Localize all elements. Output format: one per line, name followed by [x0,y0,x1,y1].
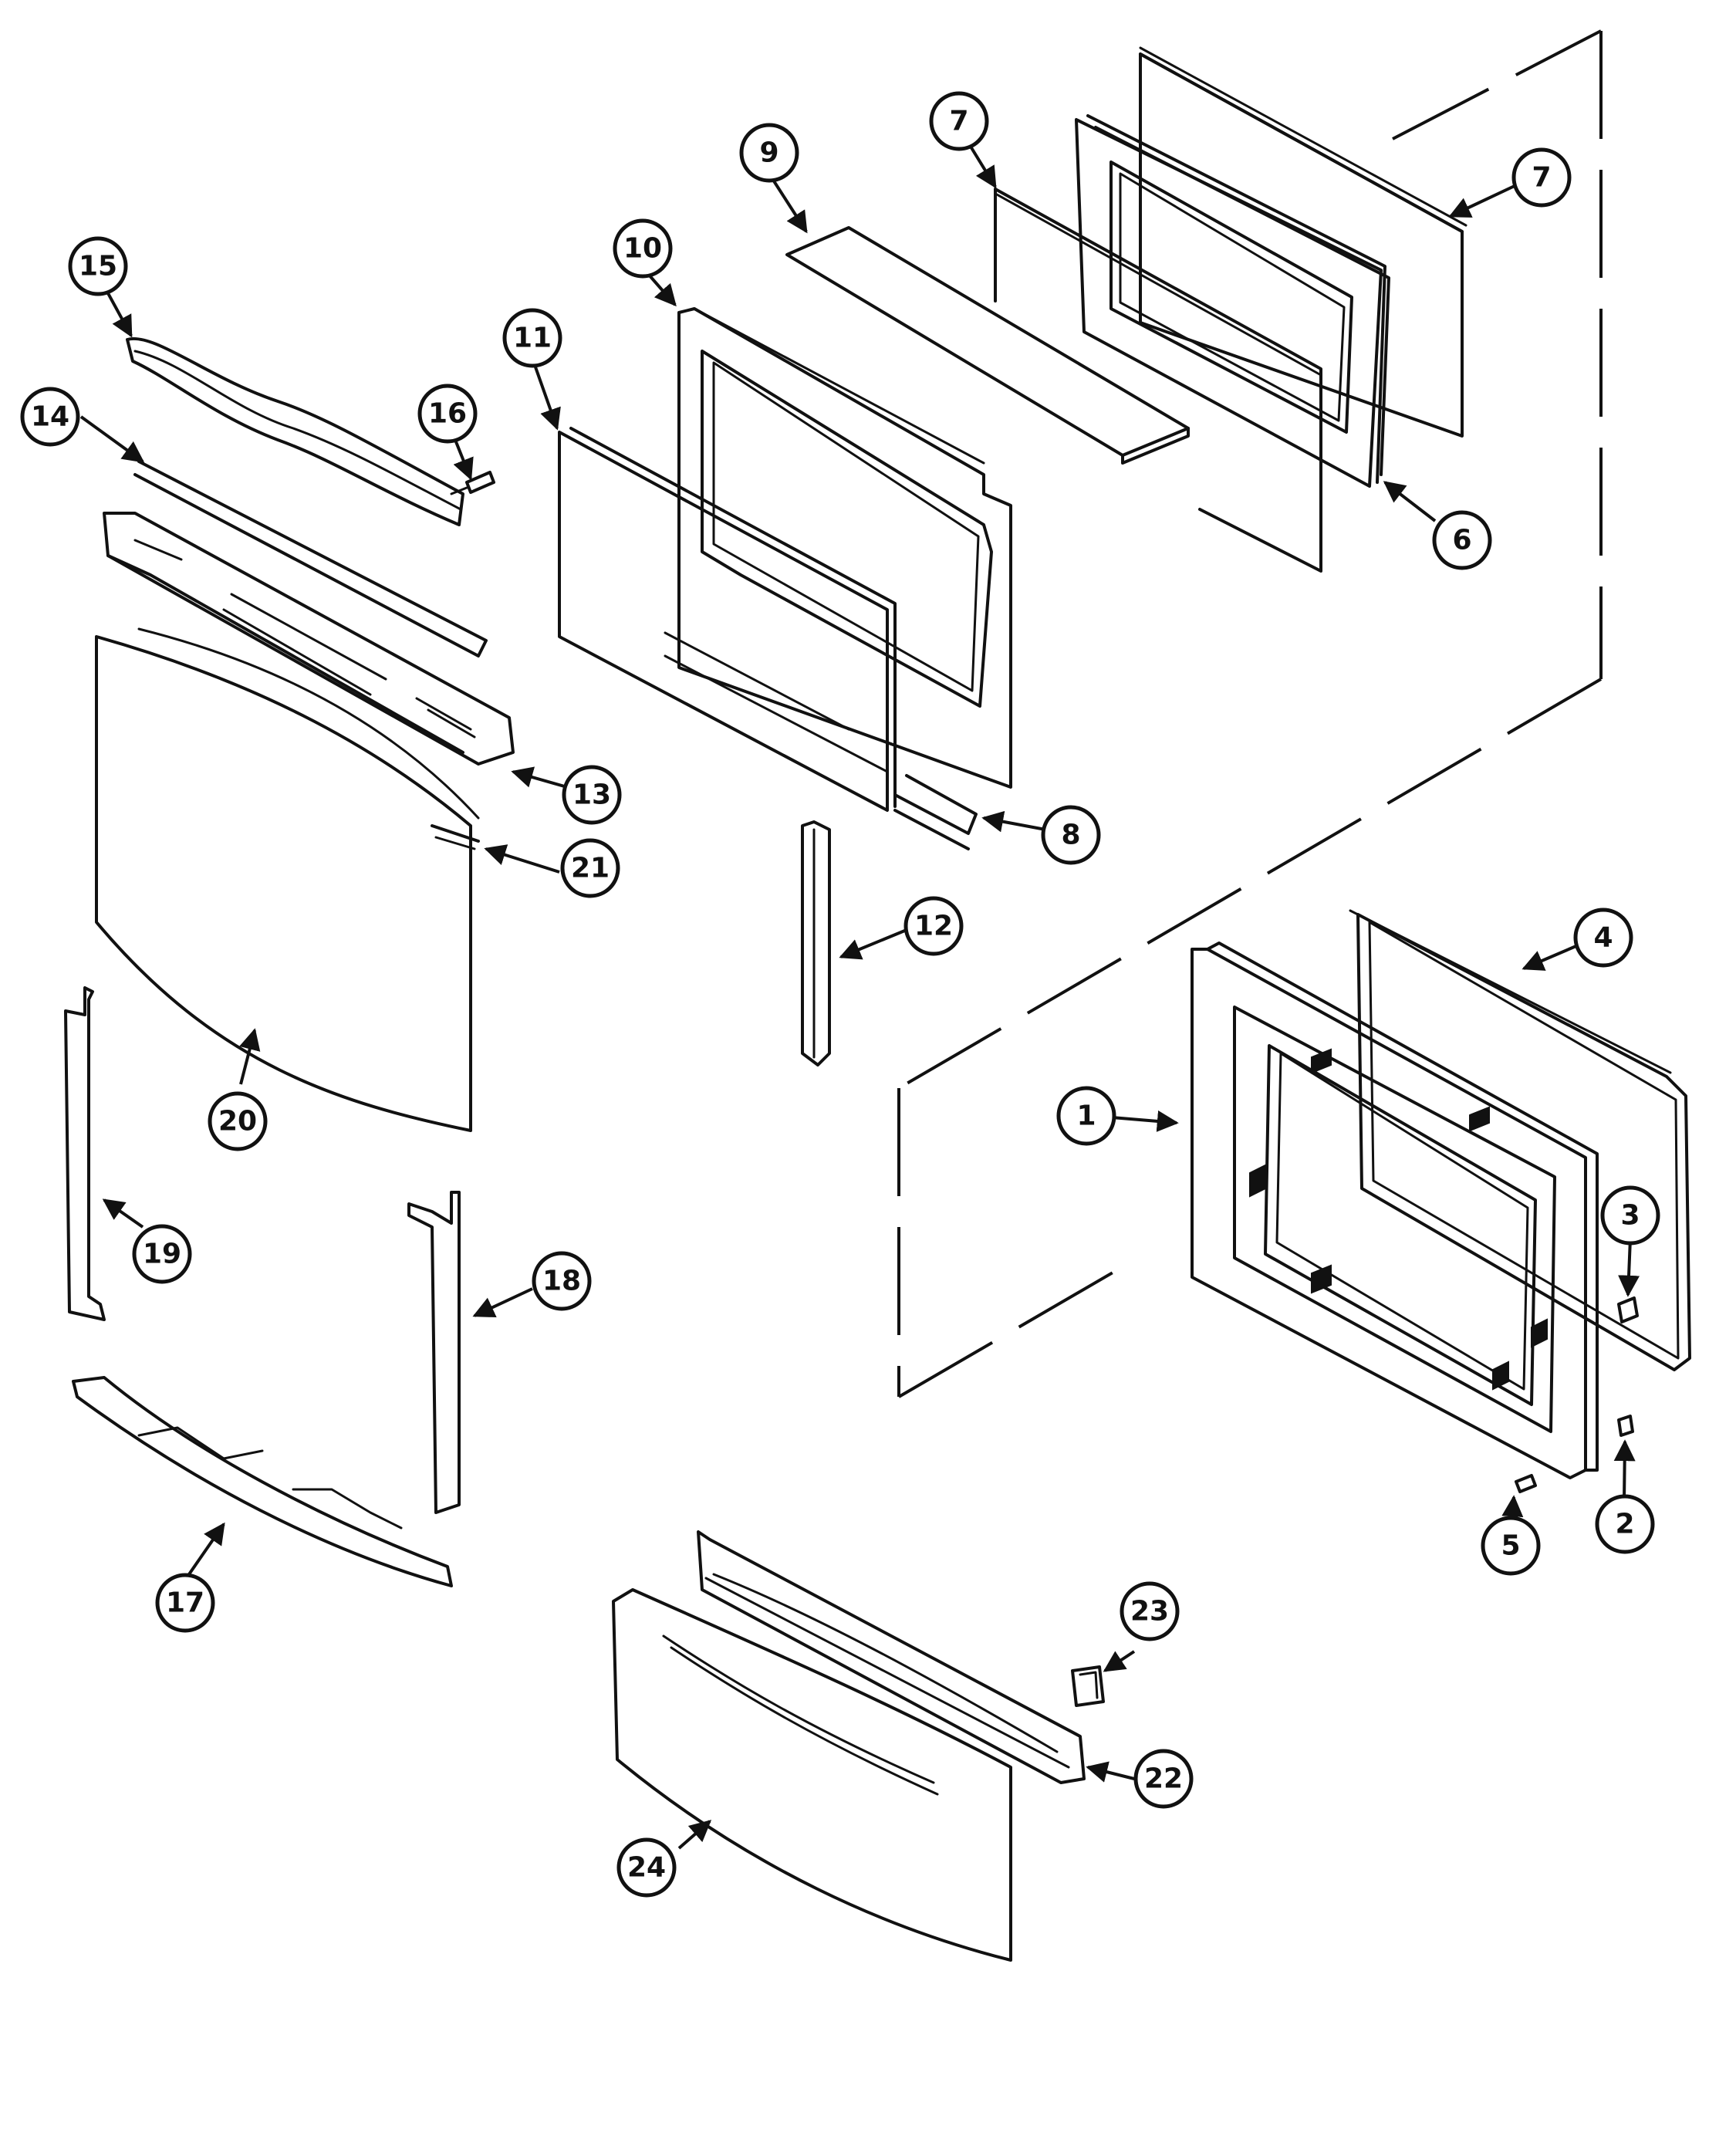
callout-4: 4 [1573,908,1633,968]
part-3-bumper [1617,1296,1639,1323]
callout-17: 17 [155,1573,215,1633]
part-19-left-side-rail [64,986,106,1321]
part-2-bumper [1617,1415,1634,1437]
callout-5: 5 [1481,1516,1541,1576]
svg-text:20: 20 [218,1106,257,1137]
svg-text:21: 21 [571,853,610,884]
svg-text:15: 15 [79,251,117,282]
callout-24: 24 [616,1837,677,1898]
part-7-outer-glass [1139,46,1467,438]
callout-14: 14 [20,387,80,447]
svg-text:13: 13 [572,779,611,811]
callout-2: 2 [1595,1494,1655,1554]
part-18-right-side-rail [407,1191,461,1514]
svg-text:14: 14 [31,401,69,433]
callout-6: 6 [1432,510,1492,570]
part-14-trim-strip [133,460,488,657]
part-9-insulation [785,226,1190,465]
svg-text:7: 7 [949,106,968,137]
svg-text:9: 9 [759,137,778,169]
callout-1: 1 [1056,1086,1116,1146]
part-1-door-main-frame [1191,941,1599,1479]
part-17-bottom-trim [72,1376,453,1587]
callout-19: 19 [132,1224,192,1284]
callout-21: 21 [560,838,620,898]
svg-text:2: 2 [1615,1509,1634,1540]
part-24-drawer-front [612,1588,1012,1962]
callout-7-inner-glass: 7 [929,91,989,151]
svg-text:19: 19 [143,1239,181,1270]
part-16-screw [450,471,495,495]
svg-text:17: 17 [166,1587,204,1619]
svg-text:24: 24 [627,1852,666,1884]
part-13-control-panel [103,512,515,766]
callout-16: 16 [417,384,478,444]
part-11-door-glass [558,427,897,812]
part-15-handle [126,336,464,526]
svg-text:16: 16 [428,398,467,430]
callout-18: 18 [532,1251,592,1311]
callout-12: 12 [903,896,964,956]
part-20-outer-door-panel [95,627,480,1132]
callout-15: 15 [68,236,128,296]
part-21-lower-trim [431,824,480,850]
svg-text:23: 23 [1130,1596,1169,1628]
svg-text:11: 11 [513,323,552,354]
part-10-inner-panel [677,307,1012,789]
svg-text:18: 18 [542,1266,581,1297]
part-8-lower-channel [893,774,978,850]
callout-9: 9 [739,123,799,183]
leader-lines [79,141,1640,1850]
dashed-boundary-lines [897,29,1603,1398]
callout-13: 13 [562,765,622,825]
part-22-drawer-rail [697,1530,1086,1784]
part-7-inner-glass [994,188,1322,573]
svg-text:4: 4 [1593,922,1613,954]
svg-text:7: 7 [1532,162,1551,194]
callout-3: 3 [1600,1185,1660,1246]
callout-23: 23 [1120,1581,1180,1641]
svg-text:6: 6 [1452,525,1471,556]
svg-text:10: 10 [623,233,662,265]
callout-7-outer-glass: 7 [1511,147,1572,208]
svg-text:22: 22 [1144,1763,1183,1795]
callout-11: 11 [502,308,562,368]
svg-text:8: 8 [1061,820,1080,851]
svg-text:12: 12 [914,911,953,942]
part-6-door-frame [1075,114,1390,488]
callout-20: 20 [208,1091,268,1151]
svg-text:1: 1 [1076,1100,1096,1132]
part-23-clip [1071,1665,1105,1707]
svg-text:3: 3 [1620,1200,1640,1232]
callout-22: 22 [1133,1749,1194,1809]
svg-text:5: 5 [1501,1530,1520,1562]
part-5-spacer [1515,1474,1537,1493]
part-4-door-gasket [1349,909,1691,1371]
callout-10: 10 [613,218,673,279]
callout-8: 8 [1041,805,1101,865]
part-12-hinge-bracket [801,820,831,1066]
